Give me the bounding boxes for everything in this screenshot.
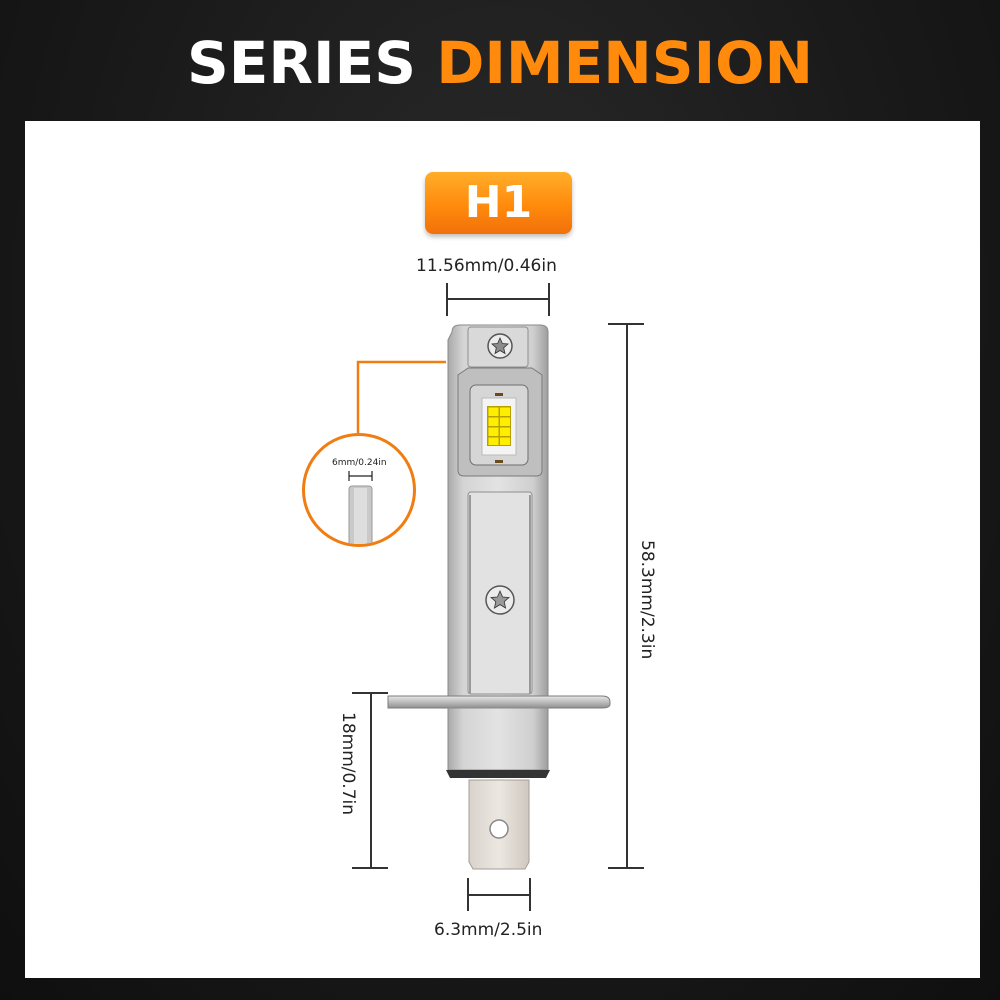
star-screw-icon	[487, 333, 513, 359]
star-screw-icon	[485, 585, 515, 615]
head-width-label: 11.56mm/0.46in	[416, 256, 557, 276]
title-word-series: SERIES	[186, 29, 416, 97]
terminal-width-line	[467, 894, 530, 896]
led-chip-icon	[487, 406, 511, 446]
head-width-tick-left	[446, 283, 448, 316]
total-length-line	[626, 323, 628, 868]
head-width-line	[446, 298, 549, 300]
terminal-width-label: 6.3mm/2.5in	[434, 920, 543, 940]
model-badge: H1	[425, 172, 572, 234]
page-title: SERIES DIMENSION	[0, 28, 1000, 98]
title-word-dimension: DIMENSION	[436, 29, 814, 97]
thickness-callout: 6mm/0.24in	[302, 433, 416, 547]
thickness-label: 6mm/0.24in	[332, 458, 387, 468]
base-length-line	[370, 692, 372, 868]
thickness-detail-drawing	[348, 471, 373, 544]
head-width-tick-right	[548, 283, 550, 316]
